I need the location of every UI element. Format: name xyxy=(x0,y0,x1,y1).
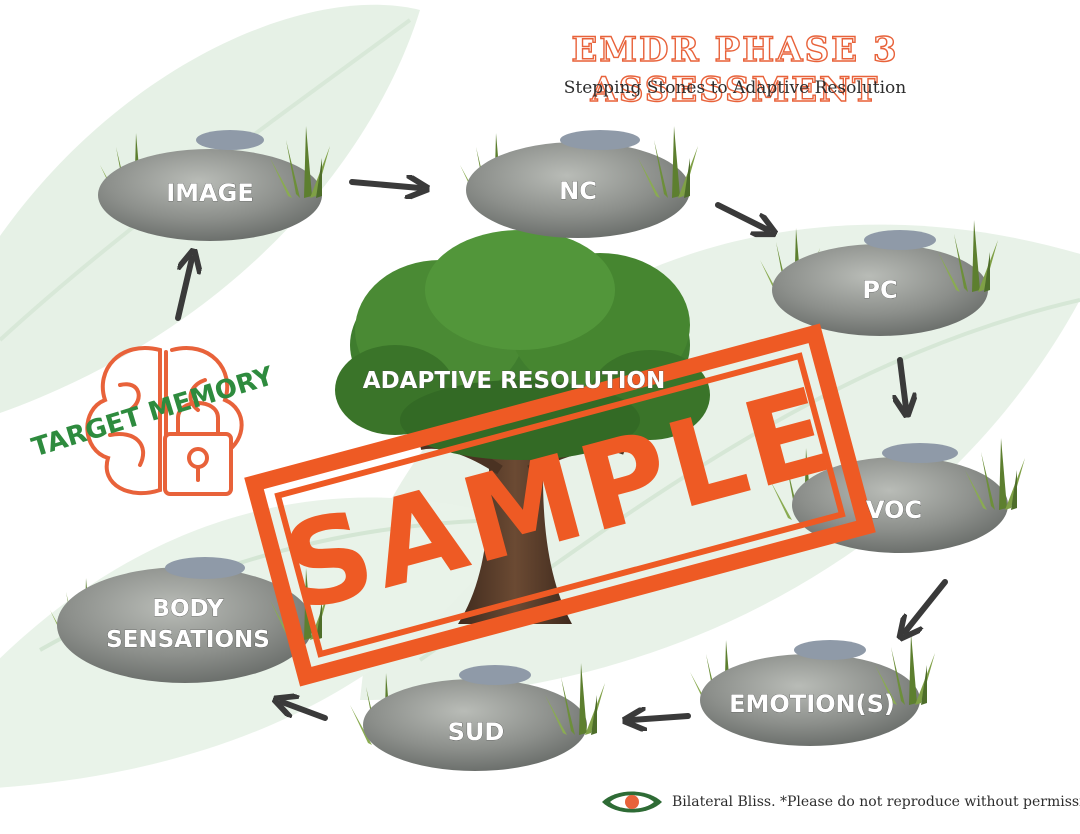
stone-sud xyxy=(350,663,605,771)
stone-label-sud: SUD xyxy=(448,718,505,746)
arrow-nc-to-pc xyxy=(715,202,768,230)
page-subtitle: Stepping Stones to Adaptive Resolution xyxy=(563,78,907,98)
flow-arrows xyxy=(175,182,948,721)
stone-label-body: BODY xyxy=(152,596,224,622)
stone-nc xyxy=(460,126,698,238)
sample-stamp xyxy=(244,323,876,687)
arrow-image-to-nc xyxy=(349,182,420,188)
tree-label: ADAPTIVE RESOLUTION xyxy=(363,368,665,394)
stone-pc xyxy=(760,220,998,336)
stone-label-emotions: EMOTION(S) xyxy=(729,690,895,718)
stone-label-voc: VOC xyxy=(866,496,922,524)
bilateral-bliss-logo xyxy=(602,791,662,813)
page-title: EMDR PHASE 3 ASSESSMENT xyxy=(571,29,899,110)
arrow-sud-to-body xyxy=(282,702,328,721)
stone-image xyxy=(98,126,330,241)
brain-lock-icon xyxy=(85,346,244,496)
labels: IMAGE NC PC VOC EMOTION(S) SUD BODY SENS… xyxy=(106,177,923,747)
footer-notice: Bilateral Bliss. *Please do not reproduc… xyxy=(672,794,1080,810)
stone-label-sensations: SENSATIONS xyxy=(106,627,270,653)
arrow-pc-to-voc xyxy=(900,357,906,408)
stone-label-image: IMAGE xyxy=(166,179,253,207)
stone-emotions xyxy=(690,633,935,746)
arrow-emotions-to-sud xyxy=(632,716,691,720)
arrow-voc-to-emotions xyxy=(905,579,948,632)
stone-label-nc: NC xyxy=(559,177,597,205)
arrow-target-to-image xyxy=(175,258,192,321)
stone-label-pc: PC xyxy=(862,276,897,304)
stone-body-sensations xyxy=(50,557,330,683)
